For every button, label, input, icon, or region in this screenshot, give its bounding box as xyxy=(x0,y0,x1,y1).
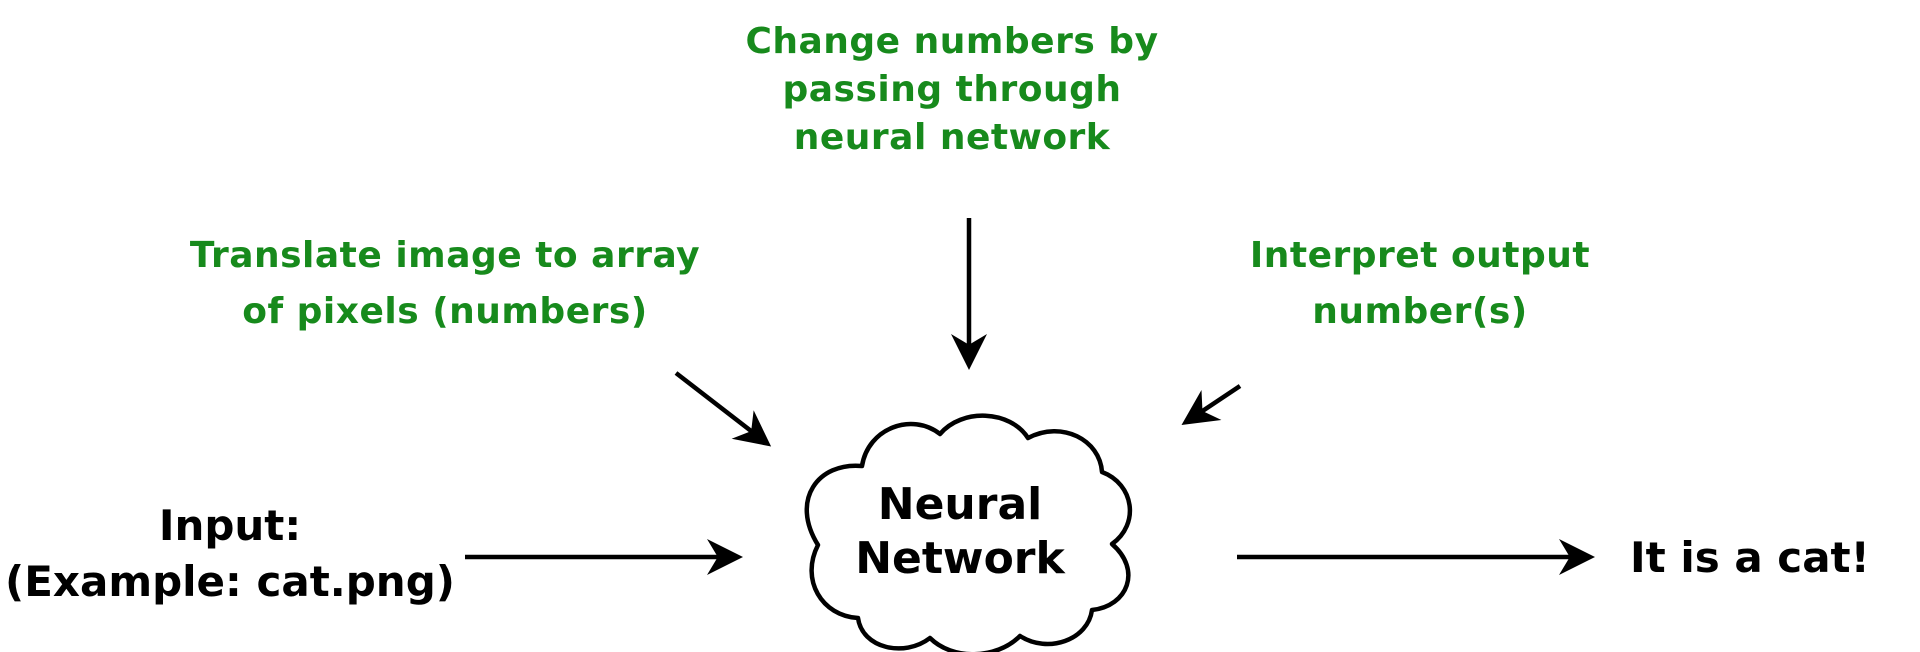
annotation-change-numbers: Change numbers by passing through neural… xyxy=(652,18,1252,162)
input-label-line: (Example: cat.png) xyxy=(5,557,455,606)
annotation-line: number(s) xyxy=(1312,291,1528,332)
output-label: It is a cat! xyxy=(1630,533,1870,582)
annotation-line: of pixels (numbers) xyxy=(242,291,648,332)
arrow-translate-to-network xyxy=(674,371,772,447)
input-label-line: Input: xyxy=(158,501,302,550)
annotation-line: Interpret output xyxy=(1249,235,1591,276)
neural-network-label: Neural Network xyxy=(810,478,1110,586)
input-label: Input: (Example: cat.png) xyxy=(0,498,460,610)
annotation-interpret-output: Interpret output number(s) xyxy=(1120,228,1720,340)
neural-network-cloud xyxy=(804,413,1133,652)
annotation-line: neural network xyxy=(793,117,1111,158)
annotation-translate-image: Translate image to array of pixels (numb… xyxy=(145,228,745,340)
arrow-interpret-to-network xyxy=(1181,384,1242,425)
annotation-line: Change numbers by xyxy=(745,21,1159,62)
annotation-line: Translate image to array xyxy=(189,235,701,276)
neural-network-label-line: Network xyxy=(855,533,1065,584)
neural-network-label-line: Neural xyxy=(877,479,1043,530)
annotation-line: passing through xyxy=(782,69,1122,110)
